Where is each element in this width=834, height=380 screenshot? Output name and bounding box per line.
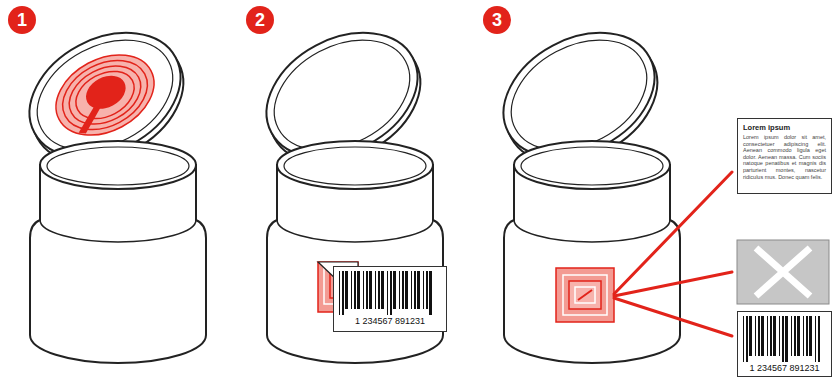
barcode-label: 1 234567 891231 [737, 311, 832, 377]
barcode-bars [742, 316, 824, 362]
label-heading: Lorem ipsum [738, 119, 831, 134]
callout-number: 2 [246, 6, 274, 34]
rfid-inlay [42, 39, 168, 151]
barcode-number: 1 234567 891231 [738, 363, 831, 375]
barcode-bars [338, 271, 438, 315]
callout-number: 1 [8, 6, 36, 34]
jar-one [8, 8, 206, 363]
leader-lines [614, 172, 732, 336]
label-body: Lorem ipsum dolor sit amet, consectetuer… [738, 134, 831, 184]
barcode-number: 1 234567 891231 [334, 316, 446, 328]
rfid-tag [556, 268, 614, 322]
callout-number: 3 [483, 6, 511, 34]
text-label: Lorem ipsumLorem ipsum dolor sit amet, c… [737, 118, 832, 194]
barcode-label: 1 234567 891231 [333, 266, 447, 332]
blank-panel [737, 240, 829, 304]
